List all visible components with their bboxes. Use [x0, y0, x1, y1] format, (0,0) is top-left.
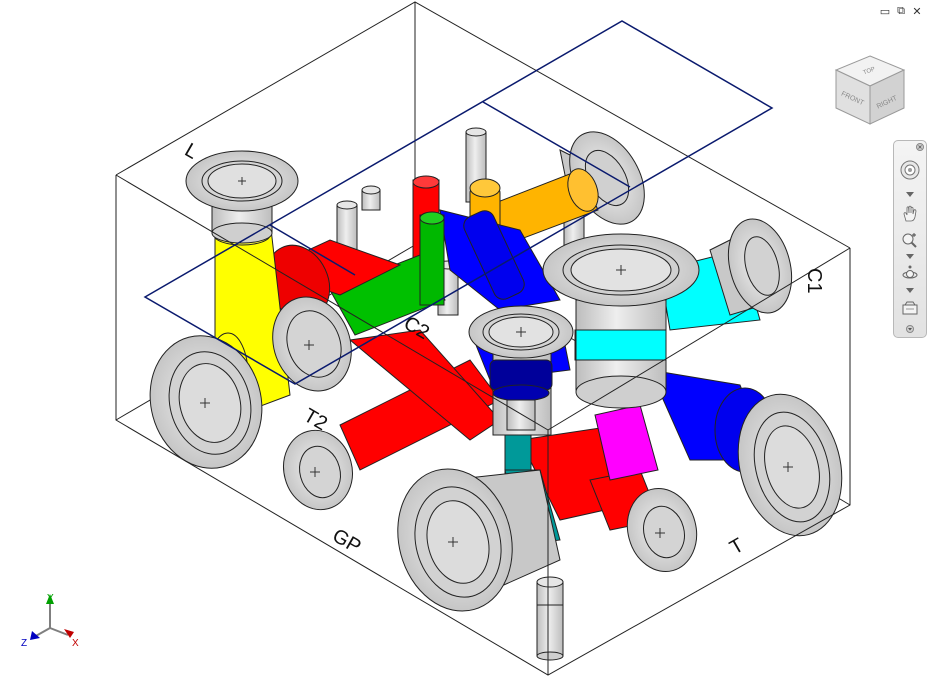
hand-pan-icon [903, 205, 917, 222]
axis-triad: Y X Z [21, 593, 79, 649]
pan-button[interactable] [898, 203, 922, 225]
axis-y-label: Y [47, 593, 54, 604]
zoom-dropdown[interactable] [905, 253, 915, 259]
viewcube[interactable]: TOP FRONT RIGHT [832, 52, 908, 128]
chevron-down-icon [906, 287, 914, 293]
port-c1 [709, 218, 793, 316]
look-at-button[interactable] [898, 297, 922, 319]
chevron-down-icon [906, 253, 914, 259]
port-l [185, 150, 299, 244]
port-t2 [149, 335, 263, 469]
navbar-customize-icon[interactable] [906, 325, 914, 333]
port-label-l: L [181, 139, 202, 164]
look-at-icon [902, 301, 918, 315]
svg-text:T2: T2 [300, 405, 331, 436]
port-label-c1: C1 [803, 268, 825, 294]
navbar-close-icon[interactable] [916, 143, 924, 151]
port-bottom-right-small [626, 487, 698, 573]
red-passage-lower [339, 329, 661, 531]
orbit-dropdown[interactable] [905, 287, 915, 293]
orbit-button[interactable] [898, 263, 922, 285]
orbit-icon [902, 265, 918, 279]
port-label-gp: GP [329, 525, 365, 559]
manifold-block-front-edges [115, 1, 851, 676]
port-top-center-large [542, 233, 700, 409]
chevron-down-icon [906, 191, 914, 197]
blue-passage-upper [439, 209, 561, 311]
port-gp [283, 429, 353, 511]
svg-text:GP: GP [329, 525, 365, 559]
viewcube-right-face[interactable] [869, 69, 905, 125]
plug-pin-bottom [536, 576, 564, 661]
svg-text:L: L [181, 139, 202, 164]
zoom-button[interactable] [898, 229, 922, 251]
port-label-t2: T2 [300, 405, 331, 436]
axis-x-label: X [72, 638, 79, 649]
axis-z-label: Z [21, 638, 27, 649]
port-t [737, 393, 843, 537]
navigation-wheel-dropdown[interactable] [905, 191, 915, 197]
navigation-bar [893, 140, 927, 338]
port-center-small-valve [468, 305, 574, 436]
svg-text:T: T [726, 534, 748, 559]
port-bottom-center-large [397, 468, 561, 612]
window-controls: ▭ ⧉ ✕ [878, 4, 924, 18]
steering-wheel-icon [900, 160, 920, 180]
viewcube-top-label: TOP [862, 67, 876, 77]
restore-button[interactable]: ⧉ [897, 4, 905, 17]
svg-text:C1: C1 [803, 268, 825, 294]
minimize-button[interactable]: ▭ [879, 4, 891, 18]
port-label-t: T [726, 534, 748, 559]
sketch-profile[interactable] [143, 20, 774, 385]
port-c2 [272, 296, 352, 392]
full-navigation-wheel-button[interactable] [898, 159, 922, 181]
close-button[interactable]: ✕ [912, 4, 922, 18]
zoom-icon [902, 233, 917, 248]
green-passage [329, 211, 446, 336]
